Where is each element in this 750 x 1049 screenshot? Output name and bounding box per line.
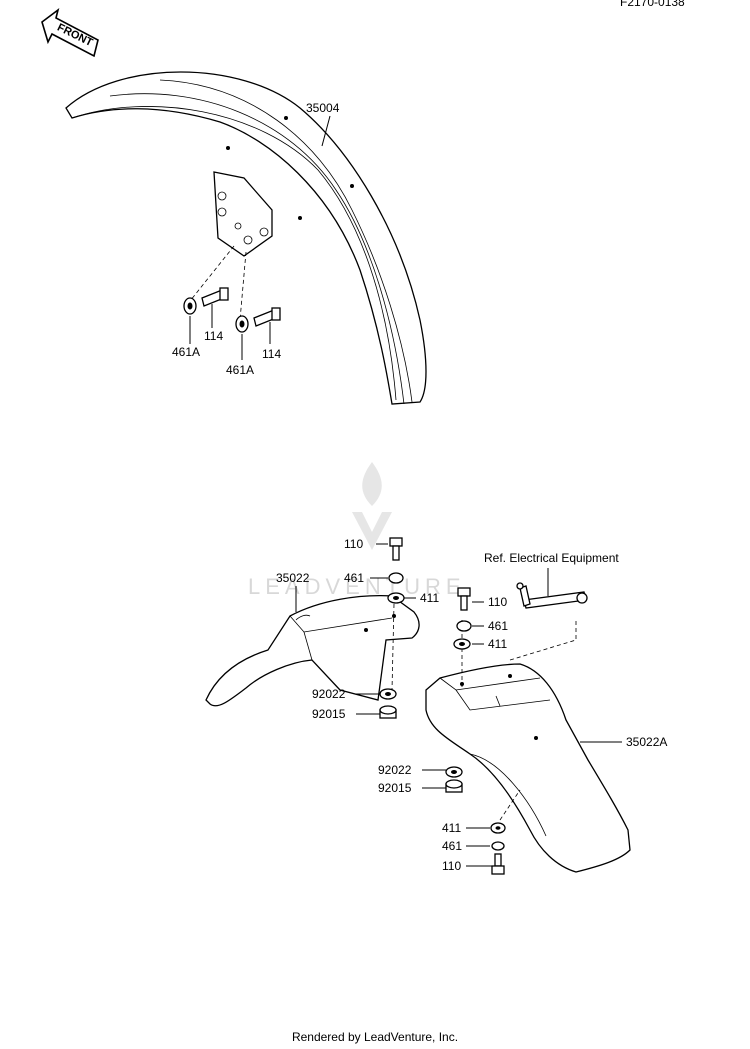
washer-461-right-icon <box>456 620 472 632</box>
label-114-a: 114 <box>204 329 223 343</box>
collar-411-bottom-icon <box>490 822 506 834</box>
watermark-text: LEADVENTURE <box>248 574 466 599</box>
nut-461a-b-icon <box>235 315 249 333</box>
bolt-114-b-icon <box>253 307 281 327</box>
label-92015-left: 92015 <box>312 707 346 721</box>
bolt-114-a-icon <box>201 287 229 307</box>
grommet-92022-left-icon <box>379 688 397 700</box>
label-92022-left: 92022 <box>312 687 346 701</box>
label-35022a: 35022A <box>626 735 667 749</box>
label-461a-a: 461A <box>172 345 200 359</box>
bolt-110-bottom-icon <box>491 853 505 875</box>
label-110-bottom: 110 <box>442 859 461 873</box>
label-110-right: 110 <box>488 595 507 609</box>
electrical-bracket-drawing <box>516 582 588 609</box>
watermark-logo <box>352 462 392 550</box>
rear-fender-a-drawing <box>425 663 631 873</box>
label-461-bottom: 461 <box>442 839 462 853</box>
label-35022: 35022 <box>276 571 310 585</box>
label-461-left: 461 <box>344 571 364 585</box>
nut-461a-a-icon <box>183 297 197 315</box>
label-411-bottom: 411 <box>442 821 461 835</box>
bolt-110-right-icon <box>457 587 471 611</box>
footer-text: Rendered by LeadVenture, Inc. <box>291 1030 459 1044</box>
bushing-92015-right-icon <box>445 779 463 793</box>
label-92015-right: 92015 <box>378 781 412 795</box>
collar-411-left-icon <box>387 592 405 604</box>
washer-461-left-icon <box>388 572 404 584</box>
label-92022-right: 92022 <box>378 763 412 777</box>
front-arrow-icon: FRONT <box>41 8 99 58</box>
label-114-b: 114 <box>262 347 281 361</box>
label-110-left: 110 <box>344 537 363 551</box>
front-fender-drawing <box>65 71 427 405</box>
label-411-right: 411 <box>488 637 507 651</box>
label-461-right: 461 <box>488 619 508 633</box>
collar-411-right-icon <box>453 638 471 650</box>
washer-461-bottom-icon <box>491 841 505 851</box>
grommet-92022-right-icon <box>445 766 463 778</box>
label-411-left: 411 <box>420 591 439 605</box>
reference-label: Ref. Electrical Equipment <box>484 551 619 565</box>
label-461a-b: 461A <box>226 363 254 377</box>
bushing-92015-left-icon <box>379 705 397 719</box>
bolt-110-left-icon <box>389 537 403 561</box>
drawing-code: F2170-0138 <box>620 0 685 9</box>
rear-fender-drawing <box>205 595 420 707</box>
label-35004: 35004 <box>306 101 340 115</box>
